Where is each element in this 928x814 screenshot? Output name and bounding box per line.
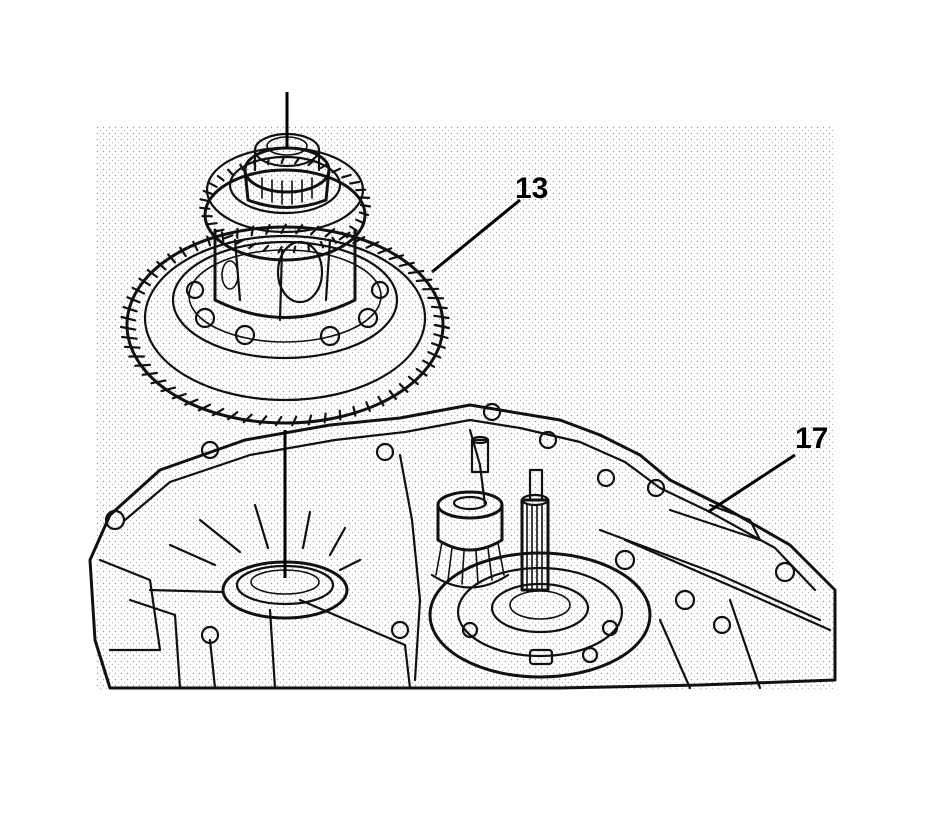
gear-tooth: [122, 306, 138, 313]
gear-tooth: [277, 245, 283, 254]
gear-tooth: [422, 287, 440, 291]
gear-tooth: [415, 367, 428, 377]
gear-tooth: [223, 234, 234, 240]
gear-tooth: [274, 415, 283, 427]
gear-tooth: [430, 342, 446, 349]
gear-tooth: [338, 409, 342, 421]
callout-label-17: 17: [795, 422, 828, 455]
gear-tooth: [199, 198, 211, 203]
gear-tooth: [398, 261, 415, 267]
gear-tooth: [433, 333, 449, 340]
gear-tooth: [179, 246, 187, 258]
gear-tooth: [123, 345, 141, 349]
gear-tooth: [248, 242, 257, 250]
gear-tooth: [324, 228, 336, 238]
gear-tooth: [262, 244, 270, 252]
gear-tooth: [242, 413, 253, 424]
gear-tooth: [415, 278, 433, 283]
gear-tooth: [206, 235, 212, 247]
gear-tooth: [377, 247, 393, 255]
gear-tooth: [427, 351, 442, 359]
gear-tooth: [184, 398, 199, 406]
gear-tooth: [294, 157, 300, 165]
gear-tooth: [349, 180, 361, 185]
gear-tooth: [235, 239, 245, 245]
gear-tooth: [146, 269, 159, 279]
gear-tooth: [352, 405, 357, 417]
gear-tooth: [433, 314, 450, 320]
gear-tooth: [291, 415, 298, 427]
gear-tooth: [280, 156, 285, 165]
gear-tooth: [407, 375, 419, 386]
gear-tooth: [258, 415, 268, 426]
gear-tooth: [141, 371, 159, 376]
gear-tooth: [120, 315, 137, 322]
gear-tooth: [216, 174, 225, 182]
gear-tooth: [197, 403, 212, 412]
gear-tooth: [359, 203, 372, 208]
gear-tooth: [265, 223, 271, 235]
gear-tooth: [331, 236, 338, 244]
gear-tooth: [150, 379, 167, 385]
callout-13-leader-line: [431, 198, 521, 274]
gear-tooth: [388, 254, 405, 261]
gear-tooth: [341, 173, 352, 179]
gear-tooth: [206, 222, 218, 226]
gear-tooth: [134, 363, 151, 367]
gear-tooth: [307, 414, 313, 426]
gear-tooth: [119, 325, 137, 331]
gear-tooth: [292, 245, 297, 254]
gear-tooth: [341, 231, 349, 239]
gear-tooth: [160, 386, 177, 393]
gear-tooth: [156, 260, 167, 271]
gear-tooth: [126, 296, 141, 304]
gear-tooth: [323, 412, 327, 424]
gear-tooth: [388, 389, 397, 400]
gear-tooth: [167, 253, 177, 264]
gear-tooth: [199, 206, 211, 210]
gear-tooth: [131, 286, 146, 295]
gear-tooth: [407, 269, 425, 275]
gear-tooth: [365, 241, 380, 249]
gear-tooth: [227, 411, 239, 421]
gear-tooth: [171, 392, 187, 400]
gear-tooth: [227, 168, 234, 176]
gear-tooth: [221, 231, 225, 243]
gear-tooth: [422, 359, 436, 368]
gear-tooth: [377, 395, 385, 407]
gear-tooth: [433, 323, 450, 330]
gear-tooth: [355, 218, 365, 225]
halftone-background: [95, 125, 835, 690]
gear-tooth: [358, 211, 370, 216]
gear-tooth: [192, 240, 199, 252]
gear-tooth: [213, 228, 225, 233]
gear-tooth: [138, 277, 151, 287]
gear-tooth: [430, 305, 448, 310]
gear-tooth: [121, 335, 138, 340]
gear-tooth: [208, 182, 218, 188]
gear-tooth: [365, 401, 371, 412]
callout-17-leader-line: [707, 453, 796, 514]
gear-tooth: [319, 240, 325, 249]
gear-tooth: [212, 407, 225, 417]
gear-tooth: [349, 225, 358, 232]
gear-tooth: [398, 383, 409, 393]
callout-label-13: 13: [515, 172, 548, 205]
differential-assembly: [119, 132, 450, 427]
ring-gear-teeth: [119, 223, 450, 427]
